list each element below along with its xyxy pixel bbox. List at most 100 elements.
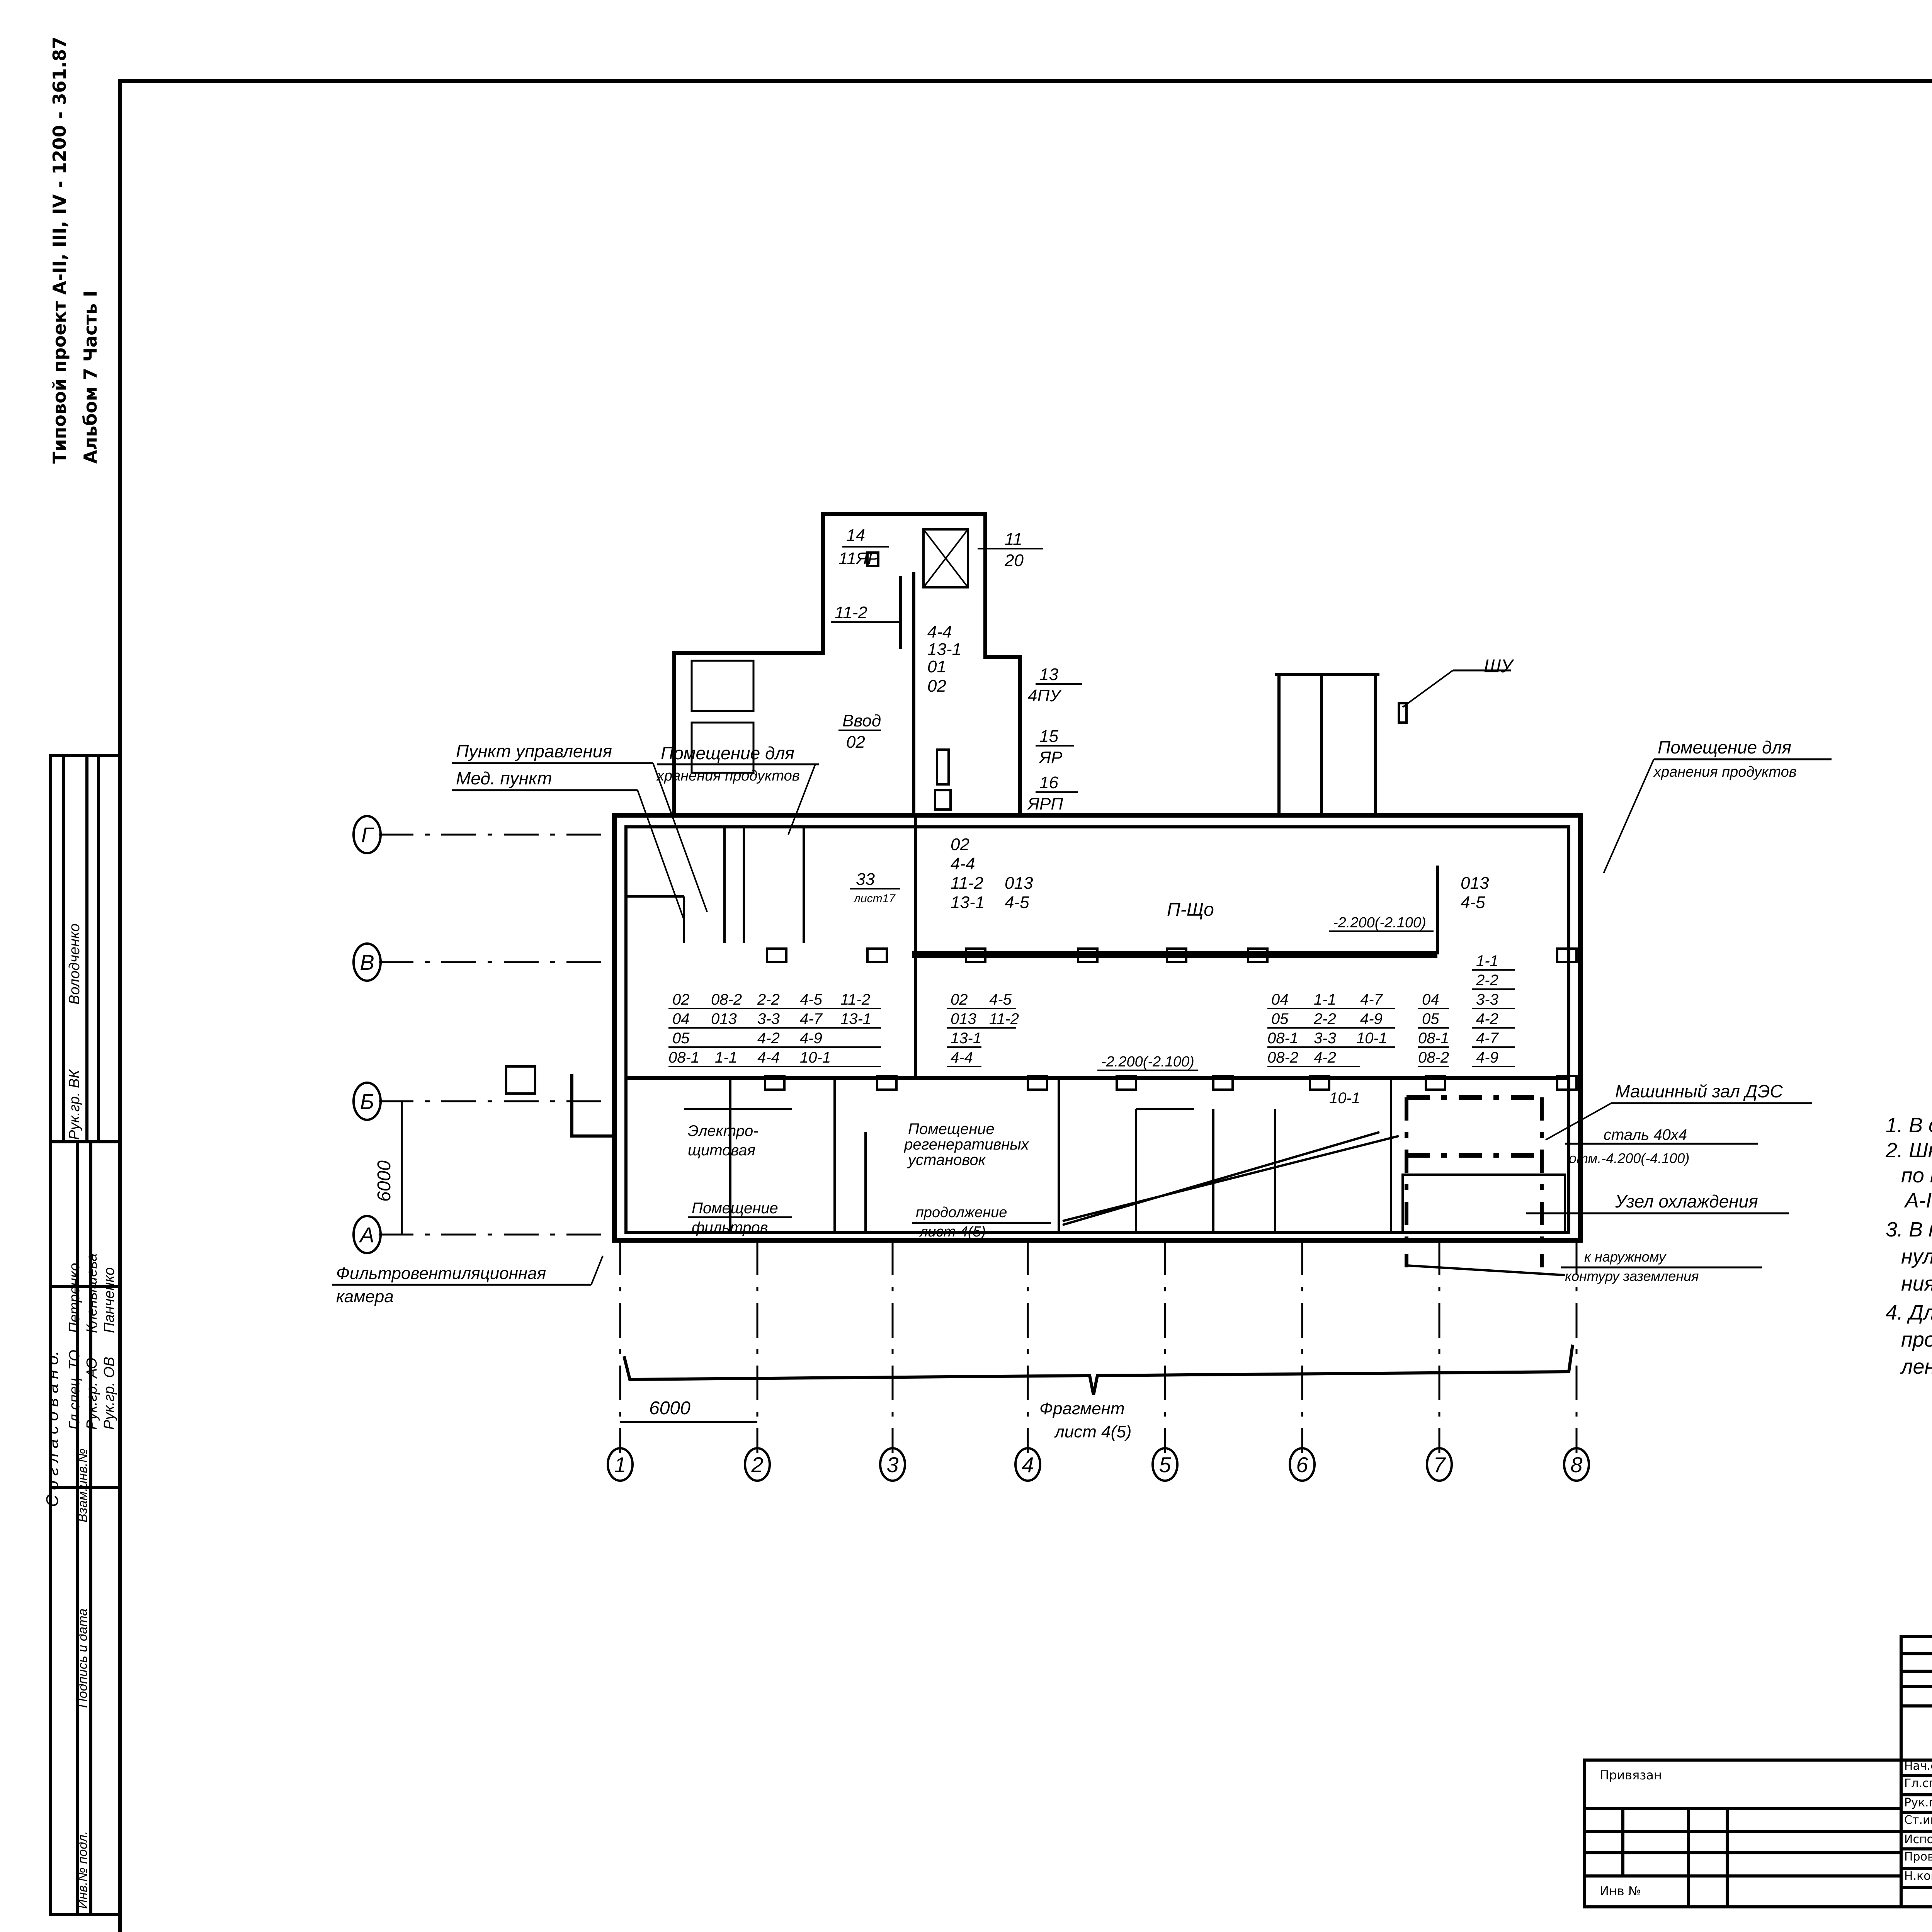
axis-label-3: 3 (886, 1452, 898, 1477)
label-regen-2: регенеративных (904, 1136, 1030, 1153)
fra-cell: 05 (1422, 1010, 1439, 1027)
frb-cell: 4-9 (1476, 1049, 1498, 1066)
approval-role-1: Гл.спец. ТО (66, 1350, 83, 1430)
frb-cell: 4-2 (1476, 1010, 1498, 1027)
mg-cell: 013 (951, 1010, 976, 1027)
lg-cell: 11-2 (840, 991, 870, 1008)
col-right-top-1: 013 (1461, 874, 1489, 893)
approval-role-3: Рук.гр. ОВ (101, 1357, 117, 1430)
fragment-label: Фрагмент (1039, 1399, 1125, 1418)
label-continuation-1: продолжение (916, 1204, 1007, 1221)
lg-cell: 05 (672, 1030, 690, 1047)
callout-13-sub: 4ПУ (1028, 686, 1062, 705)
lg-cell: 4-2 (757, 1030, 780, 1047)
col-a-4: 13-1 (951, 893, 985, 912)
lg-cell: 08-1 (668, 1049, 699, 1066)
axis-label-5: 5 (1159, 1452, 1171, 1477)
label-control-point: Пункт управления (456, 741, 612, 761)
fra-cell: 04 (1422, 991, 1439, 1008)
callout-11: 11 (1005, 530, 1022, 549)
side-title: Типовой проект A-II, III, IV - 1200 - 36… (49, 37, 101, 464)
col-a-1: 02 (951, 835, 969, 854)
label-machine-hall: Машинный зал ДЭС (1615, 1081, 1783, 1101)
label-filter-vent-1: Фильтровентиляционная (336, 1264, 546, 1283)
axis-markers: Г В Б А 1 2 3 4 5 6 7 8 (352, 815, 1590, 1482)
fragment-sheet: лист 4(5) (1054, 1422, 1131, 1441)
dim-vertical: 6000 (374, 1160, 395, 1202)
label-storage-right-2: хранения продуктов (1653, 764, 1797, 780)
note-4c: ления ДЭС. (1900, 1355, 1932, 1378)
right-grid: 04 1-1 4-7 05 2-2 4-9 08-1 3-3 10-1 08-2… (1267, 952, 1515, 1067)
mg-cell: 02 (951, 991, 968, 1008)
callout-vvod: Ввод (842, 711, 881, 730)
elevation-1: -2.200(-2.100) (1333, 915, 1426, 931)
note-3c: ния из стали 40x4. (1901, 1272, 1932, 1295)
callout-11-sub: 20 (1004, 551, 1024, 570)
bound-label: Привязан (1600, 1768, 1662, 1782)
label-shu: ШУ (1484, 656, 1514, 677)
col-a-2: 4-4 (951, 854, 975, 873)
callouts: 14 11ЯР 11 20 11-2 4-4 13-1 01 02 13 4ПУ… (831, 526, 1489, 1107)
notes: 1. В скобках - данные для климатических … (1885, 1114, 1932, 1378)
fra-cell: 08-1 (1418, 1030, 1449, 1047)
inv-label: Инв.№ подл. (75, 1831, 90, 1909)
riser-labels: 4-4 13-1 01 02 (927, 622, 961, 696)
col-b-2: 4-5 (1005, 893, 1029, 912)
callout-10-1: 10-1 (1329, 1090, 1360, 1107)
col-b-1: 013 (1005, 874, 1033, 893)
rg-cell: 08-2 (1267, 1049, 1298, 1066)
axis-label-V: В (360, 950, 374, 975)
label-switchboard-2: щитовая (688, 1142, 755, 1159)
sig-role: Провер. (1904, 1850, 1932, 1864)
callout-11-2: 11-2 (835, 603, 867, 622)
lg-cell: 4-5 (800, 991, 823, 1008)
riser-3: 01 (927, 657, 946, 676)
lg-cell: 4-4 (757, 1049, 780, 1066)
axis-label-1: 1 (614, 1452, 626, 1477)
label-ground-1: к наружному (1584, 1249, 1667, 1265)
rg-cell: 05 (1271, 1010, 1289, 1027)
label-storage-right-1: Помещение для (1658, 737, 1791, 757)
rg-cell: 08-1 (1267, 1030, 1298, 1047)
axis-label-G: Г (361, 823, 374, 847)
rg-cell: 10-1 (1356, 1030, 1387, 1047)
floor-plan (505, 512, 1583, 1276)
side-title-line1: Типовой проект A-II, III, IV - 1200 - 36… (49, 37, 70, 464)
axis-label-B: Б (360, 1089, 374, 1114)
axis-lines (379, 833, 1578, 1453)
riser-2: 13-1 (927, 640, 961, 659)
label-regen-3: установок (907, 1151, 986, 1168)
sheet-frame (118, 79, 1932, 1932)
approval-role-4: Рук.гр. ВК (66, 1069, 83, 1140)
label-continuation-2: лист 4(5) (919, 1224, 986, 1240)
note-3b: нулевые провода и жилы кабелей и контур … (1901, 1245, 1932, 1268)
label-pdo: П-Що (1167, 900, 1214, 920)
label-filters-2: фильтров (692, 1219, 768, 1236)
light-fixtures (764, 947, 1578, 1091)
frb-cell: 2-2 (1476, 972, 1498, 989)
mg-cell: 11-2 (989, 1010, 1019, 1027)
lg-cell: 02 (672, 991, 690, 1008)
callout-vvod-sub: 02 (846, 733, 865, 752)
lg-cell: 04 (672, 1010, 690, 1027)
axis-label-4: 4 (1022, 1452, 1034, 1477)
mg-cell: 4-5 (989, 991, 1012, 1008)
lg-cell: 13-1 (840, 1010, 871, 1027)
axis-label-8: 8 (1570, 1452, 1582, 1477)
col-a-3: 11-2 (951, 874, 983, 893)
approval-block (49, 754, 121, 1916)
label-ground-2: контуру заземления (1565, 1268, 1699, 1284)
lg-cell: 2-2 (757, 991, 780, 1008)
rg-cell: 4-9 (1360, 1010, 1383, 1027)
rg-cell: 04 (1271, 991, 1289, 1008)
callout-16: 16 (1039, 773, 1058, 792)
approval-role-2: Рук.гр. АО (84, 1357, 100, 1430)
mg-cell: 4-4 (951, 1049, 973, 1066)
callout-13: 13 (1039, 665, 1058, 684)
riser-4: 02 (927, 677, 946, 696)
inv-no-label: Инв № (1600, 1884, 1641, 1898)
label-steel-elev: отм.-4.200(-4.100) (1569, 1150, 1689, 1166)
rg-cell: 1-1 (1314, 991, 1336, 1008)
note-4a: 4. Для защиты от статического электричес… (1886, 1301, 1932, 1324)
